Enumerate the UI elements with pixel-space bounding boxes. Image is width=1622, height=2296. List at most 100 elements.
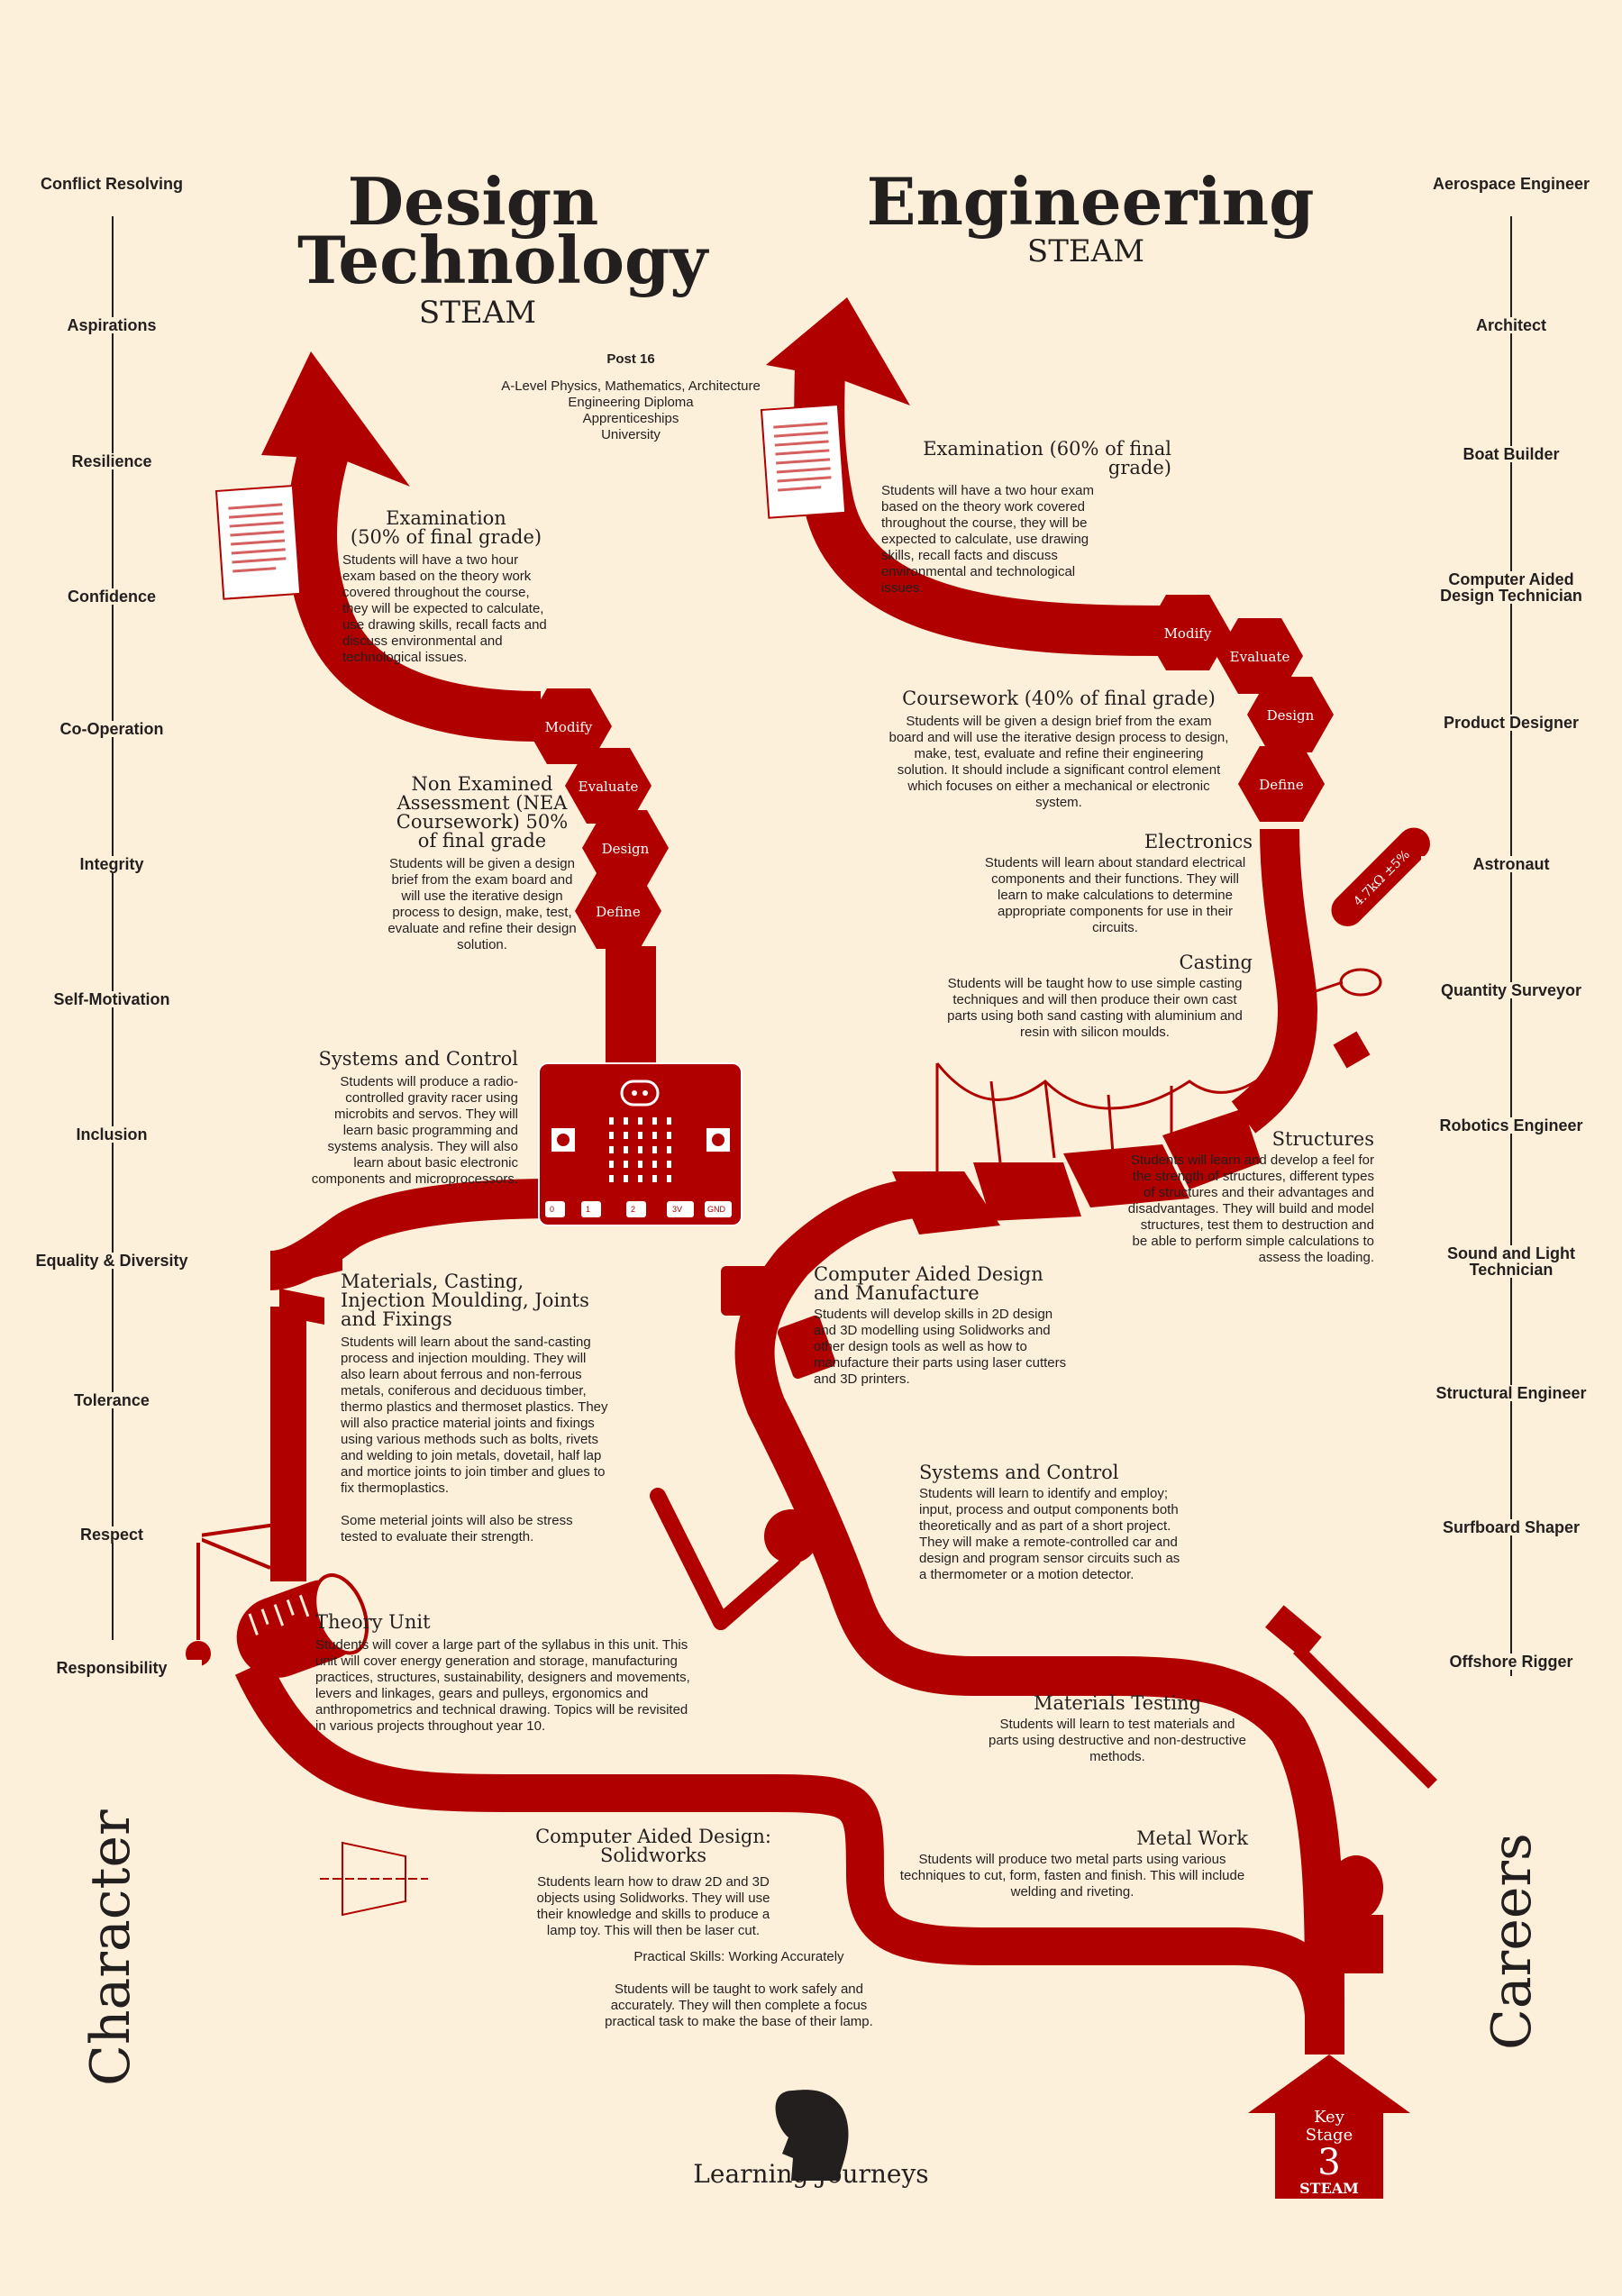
eng-stem — [1231, 828, 1317, 1134]
dt-arrow-road — [287, 443, 542, 742]
section-heading: Non Examined Assessment (NEA Coursework)… — [396, 773, 569, 852]
eng-arrow-head — [766, 297, 910, 405]
career-item: Surfboard Shaper — [1421, 1519, 1601, 1535]
section-body: Students will produce a radio-controlled… — [311, 1074, 518, 1187]
section-body: Students will be given a design brief fr… — [387, 856, 577, 952]
section-heading: Casting — [1179, 952, 1253, 973]
eng-electronics-section: Electronics Students will learn about st… — [978, 833, 1253, 936]
section-heading: Computer Aided Design: Solidworks — [535, 1826, 771, 1866]
dt-road-lower — [234, 1659, 1344, 2037]
character-item: Inclusion — [22, 1126, 202, 1143]
hex-define-dt: Define — [575, 873, 661, 949]
section-heading: Coursework (40% of final grade) — [902, 688, 1216, 709]
bridge-icon — [892, 1108, 1262, 1235]
character-item: Conflict Resolving — [22, 176, 202, 192]
section-heading: Metal Work — [1136, 1827, 1248, 1849]
ks3-label: Key Stage 3 STEAM — [1275, 2109, 1383, 2197]
switch-icon — [1333, 1031, 1371, 1069]
section-heading: Systems and Control — [318, 1048, 519, 1070]
careers-timeline-line — [1510, 216, 1512, 1676]
section-body: Students will produce two metal parts us… — [899, 1852, 1245, 1900]
crane-icon — [186, 1521, 289, 1666]
character-item: Responsibility — [22, 1660, 202, 1676]
section-body: Students will learn to identify and empl… — [919, 1486, 1180, 1582]
dt-theory-section: Theory Unit Students will cover a large … — [315, 1613, 694, 1735]
welder-icon — [1329, 1855, 1383, 1973]
career-item: Product Designer — [1421, 715, 1601, 731]
section-body: Students will be given a design brief fr… — [888, 714, 1229, 810]
hex-label: Modify — [545, 719, 593, 735]
section-body: Students will learn to test materials an… — [989, 1717, 1246, 1764]
microbit-pin: 1 — [586, 1205, 591, 1214]
dt-materials-section: Materials, Casting, Injection Moulding, … — [341, 1272, 611, 1545]
hex-design-dt: Design — [582, 810, 669, 886]
section-body: Some meterial joints will also be stress… — [341, 1513, 573, 1544]
ks3-key: Key — [1314, 2108, 1344, 2127]
section-heading: Electronics — [1144, 831, 1253, 852]
section-body: Students will have a two hour exam based… — [881, 483, 1094, 596]
ks3-arrow — [1248, 2055, 1410, 2199]
character-label: Character — [79, 1809, 142, 2086]
section-body: Students will learn and develop a feel f… — [1127, 1153, 1374, 1265]
section-body: Students will cover a large part of the … — [315, 1637, 690, 1734]
resistor-icon: 4.7kΩ ±5% — [1331, 827, 1430, 926]
hex-label: Define — [596, 904, 641, 920]
eng-exam-section: Examination (60% of final grade) Student… — [874, 440, 1180, 597]
led-icon — [1315, 968, 1382, 997]
career-item: Architect — [1421, 317, 1601, 333]
dt-systems-section: Systems and Control Students will produc… — [311, 1050, 518, 1188]
hex-modify-dt: Modify — [525, 688, 612, 764]
ks3-steam: STEAM — [1299, 2180, 1359, 2197]
eng-casting-section: Casting Students will be taught how to u… — [937, 953, 1253, 1041]
character-item: Aspirations — [22, 317, 202, 333]
ks3-stage: Stage — [1305, 2126, 1353, 2145]
section-body: Students will be taught to work safely a… — [605, 1982, 873, 2029]
microbit-pin: 0 — [550, 1205, 555, 1214]
footer-title: Learning Journeys — [693, 2159, 929, 2189]
dt-exam-section: Examination (50% of final grade) Student… — [342, 509, 550, 666]
hammer-icon — [1265, 1605, 1437, 1789]
career-item: Boat Builder — [1421, 446, 1601, 462]
hex-design-eng: Design — [1247, 677, 1334, 752]
hex-label: Define — [1259, 777, 1304, 793]
section-heading: Computer Aided Design and Manufacture — [814, 1263, 1043, 1304]
head-silhouette-icon — [775, 2090, 849, 2181]
character-item: Integrity — [22, 856, 202, 872]
tape-measure-icon — [236, 1573, 369, 1678]
career-item: Aerospace Engineer — [1421, 176, 1601, 192]
eng-structures-section: Structures Students will learn and devel… — [1122, 1130, 1374, 1266]
career-item: Quantity Surveyor — [1421, 982, 1601, 998]
hex-label: Design — [1267, 707, 1315, 724]
eng-coursework-section: Coursework (40% of final grade) Students… — [888, 689, 1230, 811]
section-heading: Examination (50% of final grade) — [350, 507, 542, 548]
hex-label: Evaluate — [1230, 649, 1290, 665]
section-body: Students learn how to draw 2D and 3D obj… — [536, 1874, 770, 1938]
dt-subtitle: STEAM — [418, 295, 537, 331]
section-heading: Practical Skills: Working Accurately — [633, 1949, 844, 1964]
career-item: Sound and Light Technician — [1421, 1245, 1601, 1278]
section-heading: Materials, Casting, Injection Moulding, … — [341, 1271, 589, 1330]
eng-cadm-section: Computer Aided Design and Manufacture St… — [814, 1265, 1075, 1388]
section-heading: Examination (60% of final grade) — [923, 438, 1171, 478]
eng-title: Engineering — [866, 163, 1315, 240]
dt-title-2: Technology — [297, 228, 707, 293]
section-body: Students will develop skills in 2D desig… — [814, 1307, 1067, 1387]
technical-drawing-icon — [320, 1841, 428, 1917]
career-item: Structural Engineer — [1421, 1385, 1601, 1401]
robot-arm-icon — [650, 1488, 801, 1630]
ks3-number: 3 — [1317, 2142, 1341, 2183]
microbit-icon — [538, 1062, 743, 1226]
dt-title-line1: Design — [347, 163, 599, 240]
dt-cad-section: Computer Aided Design: Solidworks Studen… — [532, 1827, 775, 1939]
section-heading: Systems and Control — [919, 1462, 1119, 1483]
hex-define-eng: Define — [1238, 746, 1325, 822]
post16-line: Engineering Diploma — [568, 395, 694, 410]
dt-nea-section: Non Examined Assessment (NEA Coursework)… — [387, 775, 577, 953]
hex-modify-eng: Modify — [1144, 595, 1231, 670]
character-item: Co-Operation — [22, 721, 202, 737]
section-body: Students will have a two hour exam based… — [342, 552, 547, 665]
hex-label: Evaluate — [579, 779, 639, 795]
eng-metalwork-section: Metal Work Students will produce two met… — [897, 1829, 1248, 1900]
cad-part-icon — [721, 1266, 836, 1380]
